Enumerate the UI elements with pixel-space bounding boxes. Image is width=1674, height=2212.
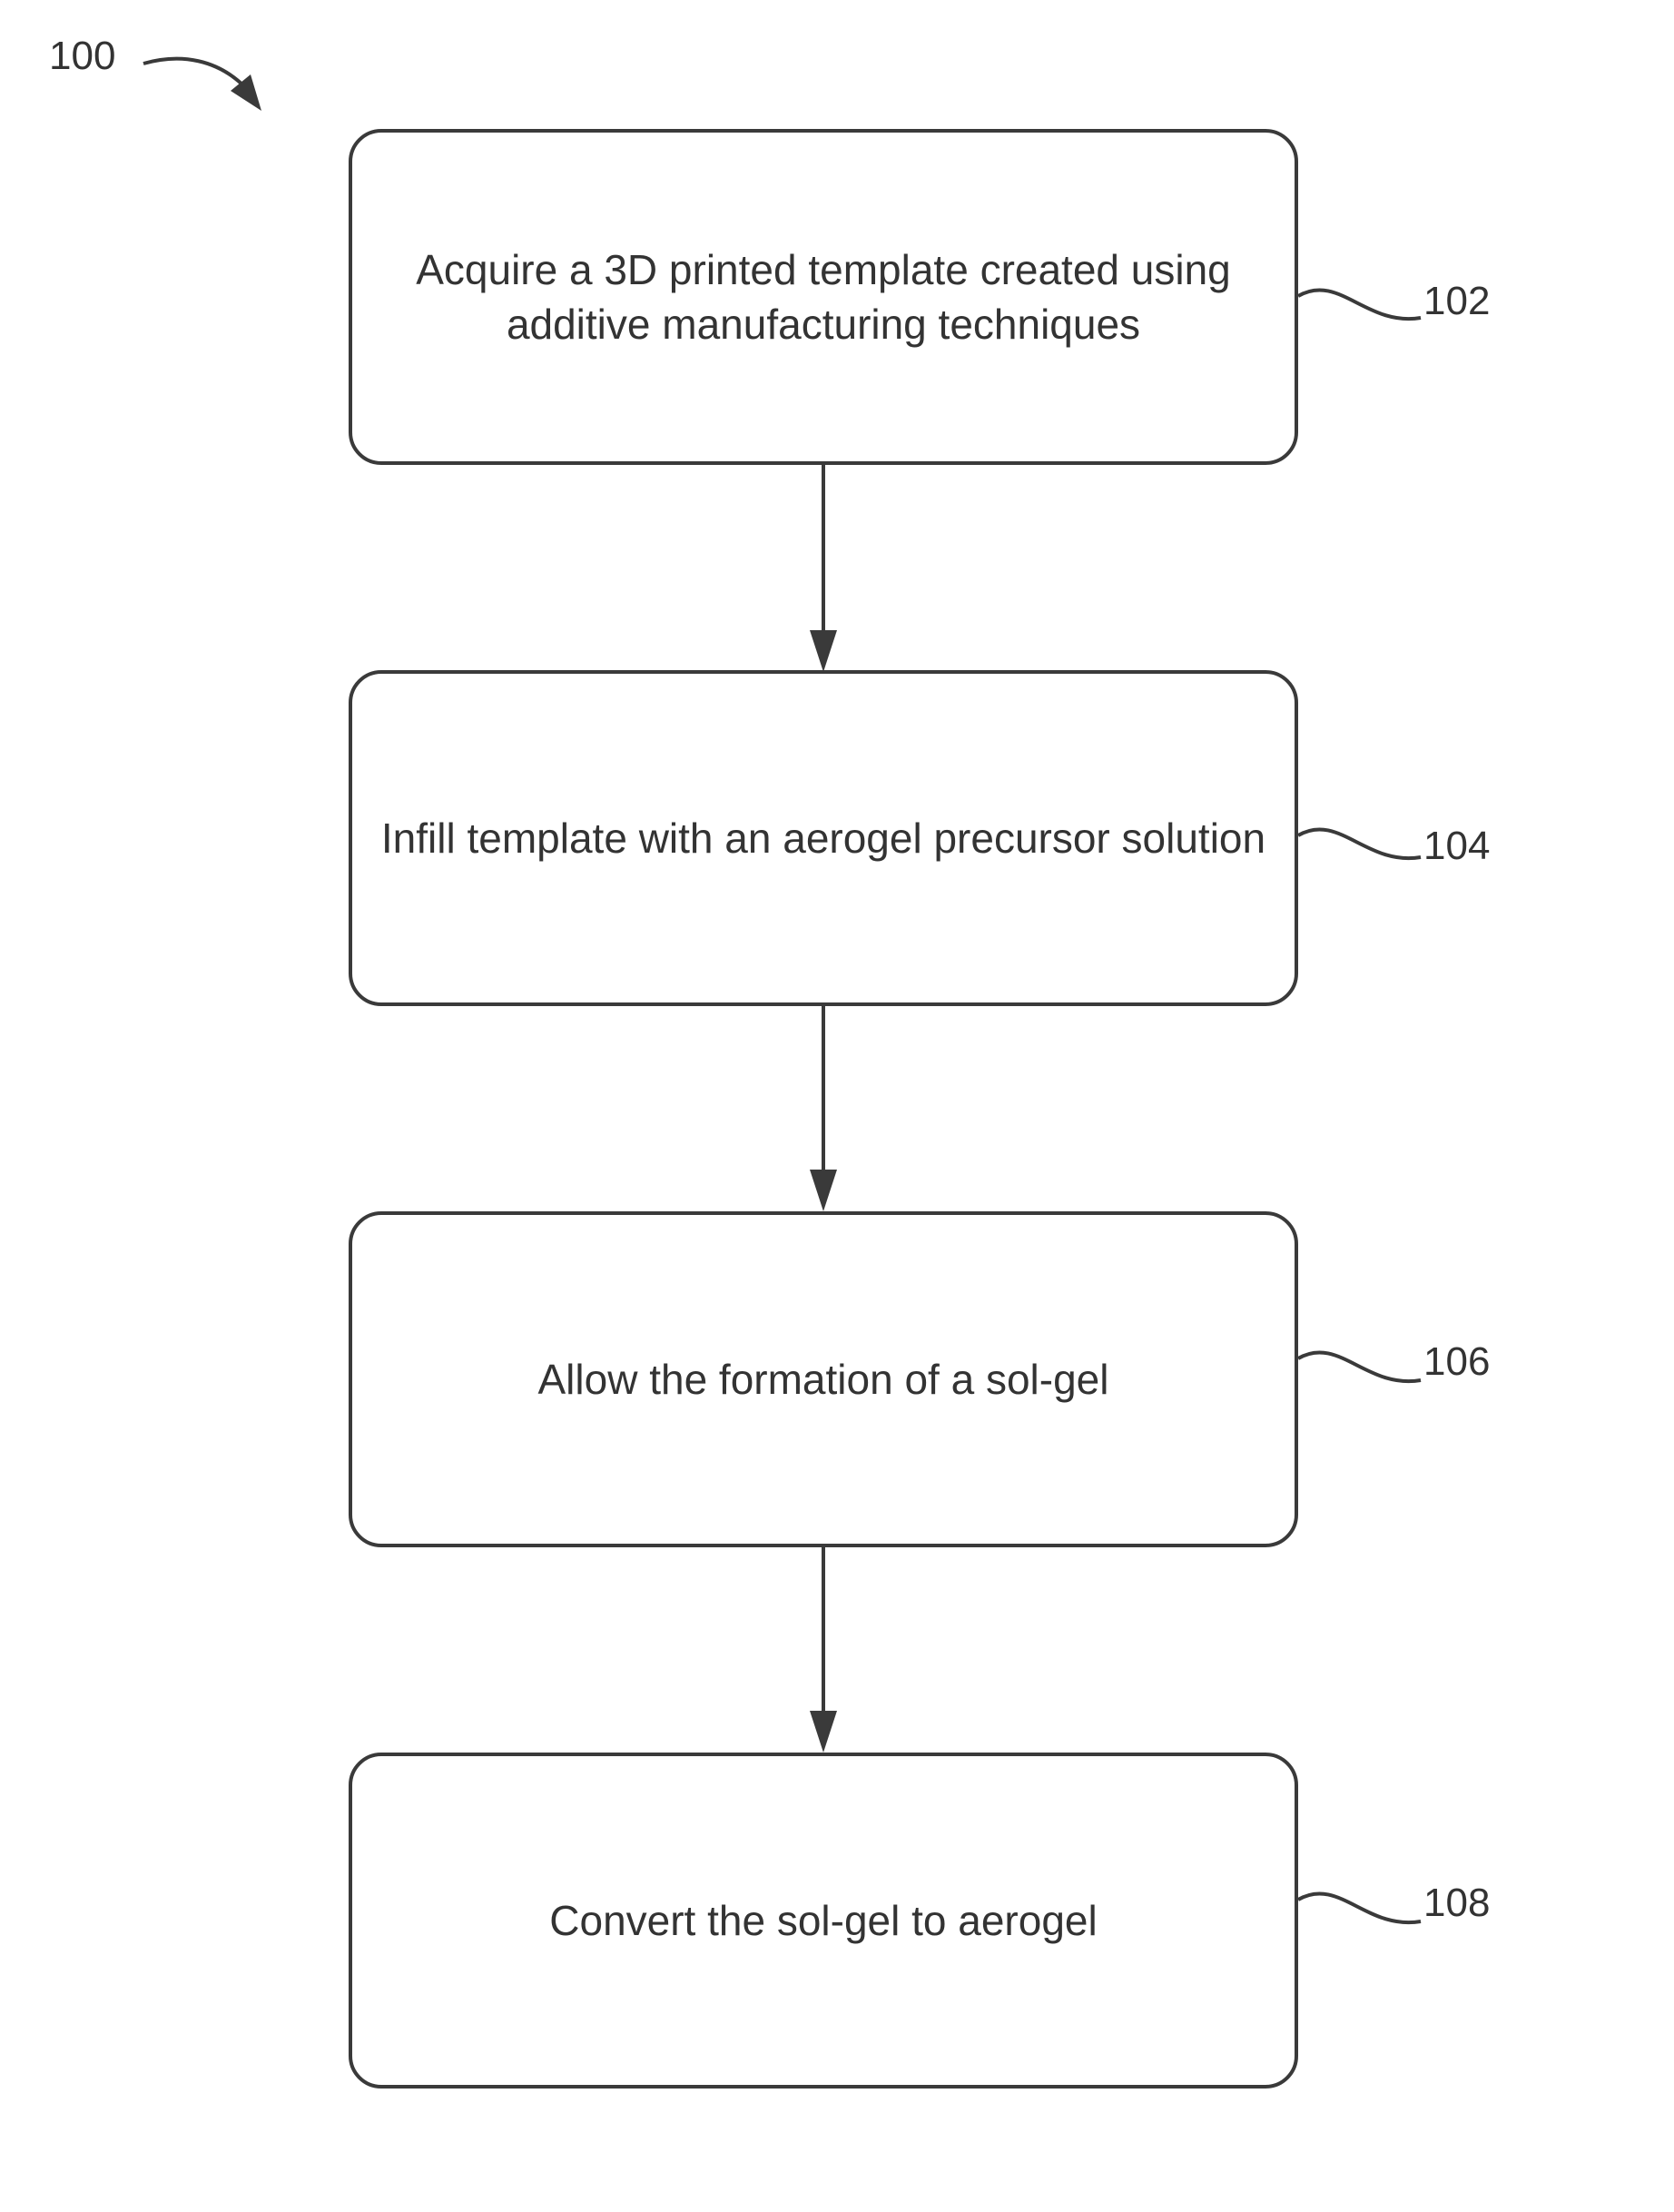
flow-arrowhead-104 xyxy=(810,630,837,672)
flow-arrowhead-108 xyxy=(810,1711,837,1753)
step-box-102: Acquire a 3D printed template created us… xyxy=(349,129,1298,465)
step-text-102: Acquire a 3D printed template created us… xyxy=(352,242,1295,351)
step-text-106: Allow the formation of a sol-gel xyxy=(511,1352,1137,1407)
figure-ref-arrow xyxy=(143,59,245,87)
step-box-104: Infill template with an aerogel precurso… xyxy=(349,670,1298,1006)
ref-label-104: 104 xyxy=(1423,823,1490,870)
leader-108 xyxy=(1298,1893,1421,1922)
flow-arrowhead-106 xyxy=(810,1170,837,1211)
leader-102 xyxy=(1298,290,1421,319)
ref-label-102: 102 xyxy=(1423,278,1490,325)
step-box-106: Allow the formation of a sol-gel xyxy=(349,1211,1298,1547)
step-text-108: Convert the sol-gel to aerogel xyxy=(522,1893,1124,1948)
leader-104 xyxy=(1298,829,1421,858)
step-box-108: Convert the sol-gel to aerogel xyxy=(349,1753,1298,2089)
leader-106 xyxy=(1298,1352,1421,1381)
ref-label-106: 106 xyxy=(1423,1338,1490,1386)
step-text-104: Infill template with an aerogel precurso… xyxy=(354,811,1293,865)
ref-label-108: 108 xyxy=(1423,1880,1490,1927)
figure-reference-numeral: 100 xyxy=(49,33,115,80)
